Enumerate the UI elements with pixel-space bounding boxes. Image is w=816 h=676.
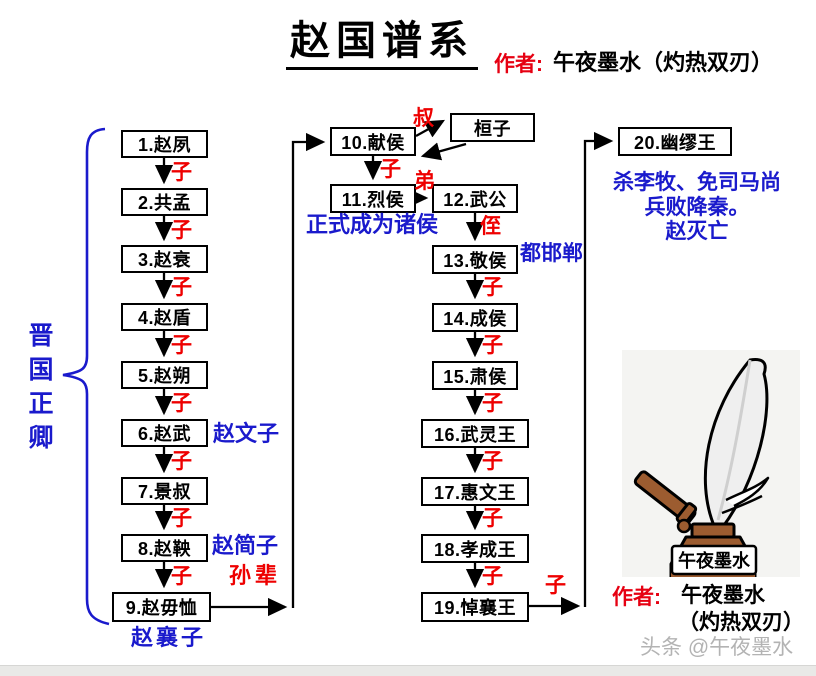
bottle-label-text: 午夜墨水 bbox=[678, 550, 751, 571]
node-11-lie-hou: 11.烈侯 bbox=[330, 184, 416, 213]
node-13-jing-hou: 13.敬侯 bbox=[432, 245, 518, 274]
edge-label-son: 子 bbox=[482, 332, 503, 357]
edge-label-son: 子 bbox=[171, 274, 192, 299]
node-16-wuling-wang: 16.武灵王 bbox=[421, 419, 529, 448]
node-10-xian-hou: 10.献侯 bbox=[330, 127, 416, 156]
author-alias-bottom: （灼热双刃） bbox=[678, 609, 804, 634]
node-9-zhao-wuxu: 9.赵毋恤 bbox=[112, 592, 211, 622]
edge-label-son: 子 bbox=[171, 159, 192, 184]
toutiao-watermark: 头条 @午夜墨水 bbox=[640, 636, 794, 659]
arrow-9-to-10 bbox=[291, 132, 326, 608]
feather-barb-notch2 bbox=[721, 494, 763, 515]
node-15-su-hou: 15.肃侯 bbox=[432, 361, 518, 390]
note-zhao-fall: 杀李牧、免司马尚 兵败降秦。 赵灭亡 bbox=[597, 169, 797, 244]
node-19-daoxiang-wang: 19.悼襄王 bbox=[421, 592, 529, 622]
author-label-top: 作者: bbox=[494, 53, 543, 76]
edge-label-son: 子 bbox=[171, 390, 192, 415]
bottom-gray-bar bbox=[0, 665, 816, 676]
note-zhao-fall-line1: 杀李牧、免司马尚 bbox=[613, 169, 781, 194]
edge-label-son: 子 bbox=[171, 332, 192, 357]
bottle-neck bbox=[690, 522, 736, 539]
node-14-cheng-hou: 14.成侯 bbox=[432, 303, 518, 332]
edge-label-son: 子 bbox=[171, 505, 192, 530]
node-7-jing-shu: 7.景叔 bbox=[121, 477, 208, 505]
node-5-zhao-shuo: 5.赵朔 bbox=[121, 361, 208, 389]
node-2-gong-meng: 2.共孟 bbox=[121, 188, 208, 216]
node-4-zhao-dun: 4.赵盾 bbox=[121, 303, 208, 331]
note-zhao-wenzi: 赵文子 bbox=[213, 421, 280, 447]
note-zhao-fall-line2: 兵败降秦。 bbox=[644, 193, 750, 219]
note-capital-handan: 都邯郸 bbox=[520, 240, 583, 265]
node-20-youmiu-wang: 20.幽缪王 bbox=[618, 127, 732, 156]
node-huanzi: 桓子 bbox=[450, 113, 535, 142]
stick-knob bbox=[676, 518, 692, 534]
node-1-zhao-su: 1.赵夙 bbox=[121, 130, 208, 158]
author-name-top: 午夜墨水（灼热双刃） bbox=[553, 50, 774, 76]
note-zhao-jianzi: 赵简子 bbox=[212, 533, 279, 559]
feather-barb-notch bbox=[725, 476, 770, 508]
edge-label-son: 子 bbox=[545, 572, 566, 597]
node-3-zhao-cui: 3.赵衰 bbox=[121, 245, 208, 273]
node-18-xiaocheng-wang: 18.孝成王 bbox=[421, 534, 529, 563]
note-became-vassal-lords: 正式成为诸侯 bbox=[306, 212, 439, 238]
pen-rest-stick bbox=[633, 470, 697, 524]
quill-ink-graphic: 午夜墨水 bbox=[633, 358, 770, 600]
arrow-10-to-huanzi bbox=[415, 119, 446, 138]
edge-label-son: 子 bbox=[171, 448, 192, 473]
bottle-label bbox=[670, 544, 758, 576]
edge-label-son: 子 bbox=[482, 390, 503, 415]
edge-label-son: 子 bbox=[482, 274, 503, 299]
note-grandson-generation: 孙辈 bbox=[229, 563, 282, 589]
edge-label-uncle: 叔 bbox=[413, 105, 434, 130]
ink-bottle-quill-illustration: 午夜墨水 bbox=[622, 350, 800, 600]
brace-jin-ministers bbox=[62, 127, 110, 626]
note-zhao-xiangzi: 赵襄子 bbox=[131, 625, 207, 651]
edge-label-son: 子 bbox=[171, 563, 192, 588]
arrow-19-to-20 bbox=[583, 131, 614, 607]
note-zhao-fall-line3: 赵灭亡 bbox=[665, 218, 729, 243]
edge-label-son: 子 bbox=[482, 563, 503, 588]
edge-label-nephew: 侄 bbox=[480, 213, 501, 238]
node-17-huiwen-wang: 17.惠文王 bbox=[421, 477, 529, 506]
arrow-huanzi-to-10 bbox=[420, 142, 467, 161]
node-6-zhao-wu: 6.赵武 bbox=[121, 419, 208, 447]
edge-label-son: 子 bbox=[482, 448, 503, 473]
edge-label-son: 子 bbox=[380, 156, 401, 181]
author-label-bottom: 作者: bbox=[612, 586, 661, 609]
page-title: 赵国谱系 bbox=[286, 20, 478, 70]
edge-label-brother: 弟 bbox=[414, 168, 435, 193]
node-8-zhao-yang: 8.赵鞅 bbox=[121, 534, 208, 562]
node-12-wu-gong: 12.武公 bbox=[432, 184, 518, 213]
author-name-bottom: 午夜墨水 bbox=[681, 582, 765, 607]
edge-label-son: 子 bbox=[482, 505, 503, 530]
edge-label-son: 子 bbox=[171, 217, 192, 242]
jin-state-chief-minister-label: 晋国正卿 bbox=[25, 322, 54, 458]
